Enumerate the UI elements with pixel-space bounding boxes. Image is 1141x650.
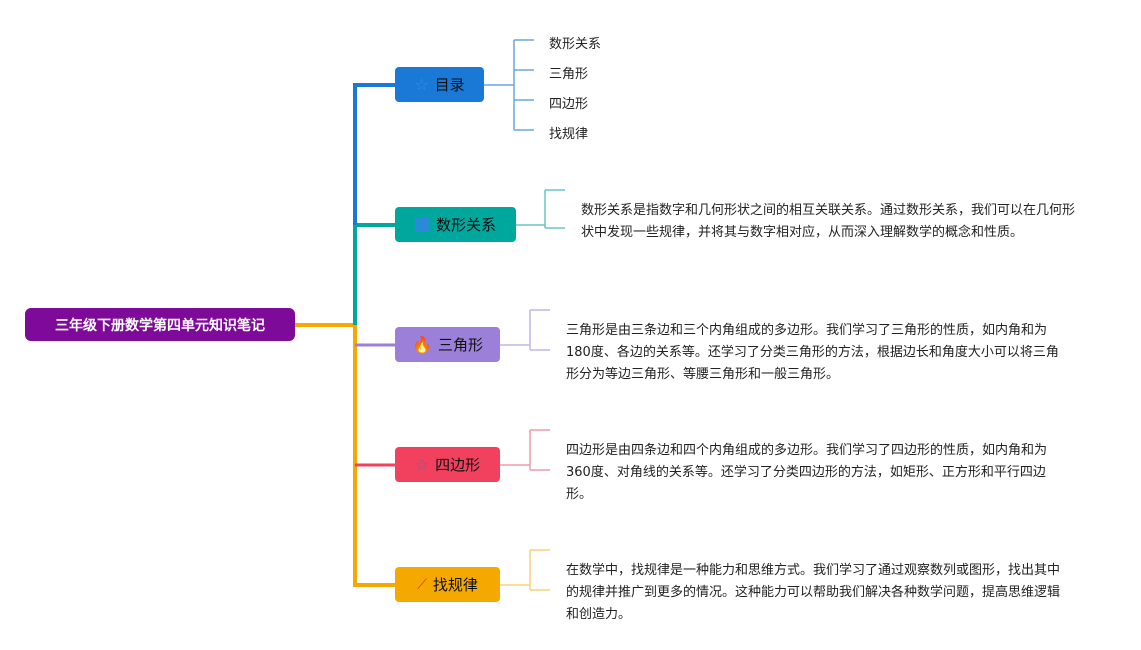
- patterns-description: 在数学中，找规律是一种能力和思维方式。我们学习了通过观察数列或图形，找出其中的规…: [566, 563, 1061, 622]
- branch-contents[interactable]: ☆ 目录: [395, 67, 484, 102]
- fire-icon: 🔥: [412, 335, 432, 354]
- contents-item[interactable]: 三角形: [549, 67, 589, 82]
- quadrilateral-description: 四边形是由四条边和四个内角组成的多边形。我们学习了四边形的性质，如内角和为360…: [566, 443, 1048, 502]
- triangle-description: 三角形是由三条边和三个内角组成的多边形。我们学习了三角形的性质，如内角和为180…: [566, 323, 1059, 382]
- branch-label: 四边形: [435, 456, 481, 474]
- root-node[interactable]: 三年级下册数学第四单元知识笔记: [25, 308, 295, 341]
- contents-item[interactable]: 数形关系: [549, 37, 602, 52]
- contents-item[interactable]: 找规律: [549, 127, 589, 142]
- branch-triangle[interactable]: 🔥 三角形: [395, 327, 500, 362]
- root-label: 三年级下册数学第四单元知识笔记: [55, 317, 265, 334]
- star-icon: ☆: [414, 455, 430, 474]
- star-outline-icon: ☆: [414, 75, 429, 94]
- branch-number-shape[interactable]: 数形关系: [395, 207, 516, 242]
- branch-label: 数形关系: [435, 216, 496, 234]
- branch-quadrilateral[interactable]: ☆ 四边形: [395, 447, 500, 482]
- branch-label: 三角形: [437, 336, 483, 354]
- branch-patterns[interactable]: ⟋ 找规律: [395, 567, 500, 602]
- contents-item[interactable]: 四边形: [549, 97, 589, 112]
- branch-label: 找规律: [432, 576, 478, 594]
- magic-wand-icon: ⟋: [417, 576, 427, 593]
- blue-square-icon: [414, 217, 430, 232]
- branch-label: 目录: [434, 76, 465, 94]
- number-shape-description: 数形关系是指数字和几何形状之间的相互关联关系。通过数形关系，我们可以在几何形状中…: [581, 203, 1076, 240]
